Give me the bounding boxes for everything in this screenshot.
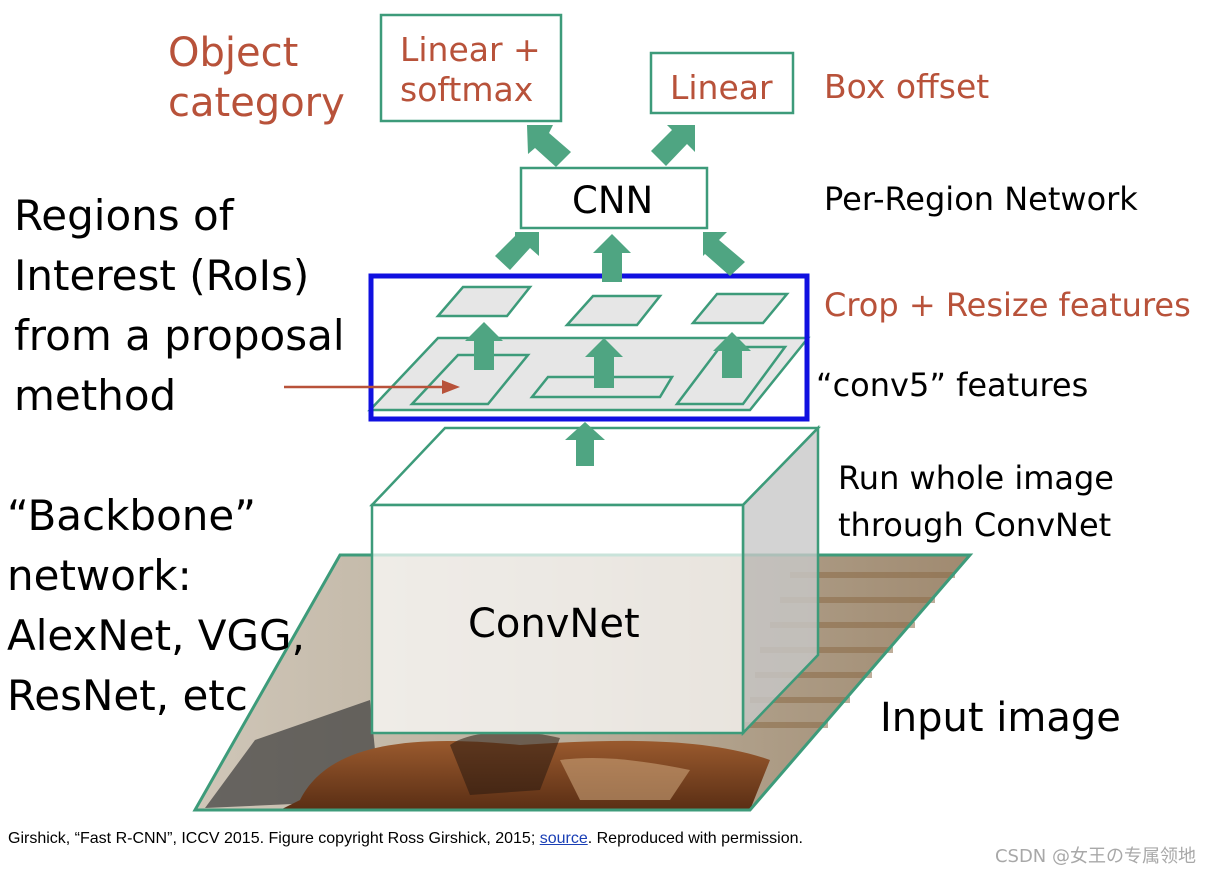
convnet-box [369,424,821,737]
linear-softmax-line-2: softmax [400,70,534,109]
roi-pointer-arrow [284,380,460,394]
watermark: CSDN @女王の专属领地 [994,846,1196,867]
roi-to-crop-arrows [465,322,751,388]
conv5-features-label: “conv5” features [816,366,1089,404]
linear-box [649,51,795,115]
crop-resize-highlight-box [368,273,810,422]
cnn-label: CNN [572,179,654,222]
object-category-label: Object category [168,30,345,126]
backbone-line-1: “Backbone” [7,491,257,540]
linear-softmax-line-1: Linear + [400,30,541,69]
backbone-line-3: AlexNet, VGG, [7,611,305,660]
crop-resize-label: Crop + Resize features [824,286,1191,324]
run-whole-image-label: Run whole image through ConvNet [838,455,1114,549]
backbone-line-4: ResNet, etc [7,671,248,720]
rois-line-1: Regions of [14,191,234,240]
run-whole-image-line-1: Run whole image [838,459,1114,497]
crops-to-cnn-arrows [495,232,745,282]
rois-line-3: from a proposal [14,311,345,360]
citation-text-end: . Reproduced with permission. [587,830,803,847]
linear-softmax-label: Linear + softmax [400,30,541,110]
cropped-feature-tiles [435,285,790,327]
box-offset-label: Box offset [824,67,990,106]
linear-label: Linear [670,68,773,107]
backbone-line-2: network: [7,551,192,600]
linear-softmax-box [379,13,563,123]
per-region-network-label: Per-Region Network [824,180,1138,218]
rois-line-4: method [14,371,177,420]
backbone-label: “Backbone” network: AlexNet, VGG, ResNet… [7,486,305,726]
source-link[interactable]: source [539,830,588,847]
cnn-to-heads-arrows [527,125,695,167]
cnn-box [519,166,709,230]
run-whole-image-line-2: through ConvNet [838,506,1112,544]
convnet-label: ConvNet [468,601,640,647]
input-image-label: Input image [880,695,1121,741]
convnet-to-features-arrow [565,422,605,466]
rois-label: Regions of Interest (RoIs) from a propos… [14,186,345,426]
citation-text: Girshick, “Fast R-CNN”, ICCV 2015. Figur… [8,830,540,847]
rois-line-2: Interest (RoIs) [14,251,310,300]
citation-footer: Girshick, “Fast R-CNN”, ICCV 2015. Figur… [8,830,803,848]
